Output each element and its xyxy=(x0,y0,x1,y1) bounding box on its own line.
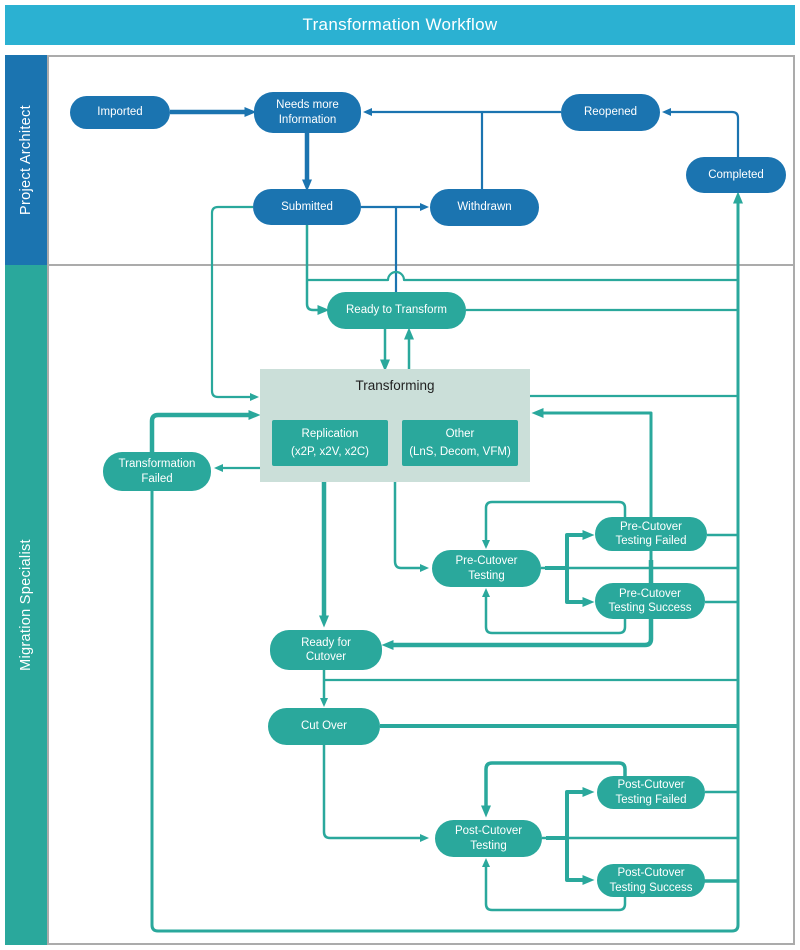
other-sublabel: (LnS, Decom, VFM) xyxy=(409,446,511,458)
node-submitted[interactable]: Submitted xyxy=(253,189,361,225)
edge-submitted-branch-to-right-spine xyxy=(307,270,737,282)
edge-post-cutover-failed-retry-loop xyxy=(481,761,627,818)
edge-completed-to-reopened xyxy=(662,108,740,157)
replication-sublabel: (x2P, x2V, x2C) xyxy=(291,446,369,458)
edge-submitted-left-to-transforming xyxy=(210,205,259,401)
edge-cut-over-to-post-cutover-testing xyxy=(322,745,429,842)
edge-transforming-to-pre-cutover-testing xyxy=(393,482,429,572)
swimlane-label-project-architect: Project Architect xyxy=(5,55,47,265)
replication-label: Replication xyxy=(301,428,359,440)
lane-label-text: Project Architect xyxy=(18,105,34,215)
node-needs-more-information[interactable]: Needs more Information xyxy=(254,92,361,133)
page-title: Transformation Workflow xyxy=(302,15,498,34)
edge-pre-cutover-success-loop xyxy=(482,588,627,635)
edge-post-cutover-success-loop xyxy=(482,858,627,912)
node-post-cutover-testing[interactable]: Post-Cutover Testing xyxy=(435,820,542,857)
edge-side-into-ready-for-cutover-right xyxy=(381,560,654,650)
swimlane-label-migration-specialist: Migration Specialist xyxy=(5,265,47,945)
swimlane-divider xyxy=(47,264,795,266)
edge-post-cutover-testing-to-success xyxy=(565,838,595,885)
node-cut-over[interactable]: Cut Over xyxy=(268,708,380,745)
node-imported[interactable]: Imported xyxy=(70,96,170,129)
node-pre-cutover-testing-failed[interactable]: Pre-Cutover Testing Failed xyxy=(595,517,707,551)
node-transforming-other[interactable]: Other (LnS, Decom, VFM) xyxy=(402,420,518,466)
diagram-title-bar: Transformation Workflow xyxy=(5,5,795,45)
node-ready-for-cutover[interactable]: Ready for Cutover xyxy=(270,630,382,670)
node-post-cutover-testing-failed[interactable]: Post-Cutover Testing Failed xyxy=(597,776,705,809)
node-post-cutover-testing-success[interactable]: Post-Cutover Testing Success xyxy=(597,864,705,897)
edge-submitted-to-ready-to-transform xyxy=(305,225,330,315)
node-completed[interactable]: Completed xyxy=(686,157,786,193)
edge-transformation-failed-to-transforming xyxy=(149,410,261,452)
node-pre-cutover-testing-success[interactable]: Pre-Cutover Testing Success xyxy=(595,583,705,619)
edge-pre-cutover-failed-retry-loop xyxy=(482,500,627,549)
transforming-title: Transforming xyxy=(355,378,435,393)
node-withdrawn[interactable]: Withdrawn xyxy=(430,189,539,226)
edge-pre-cutover-testing-to-success xyxy=(565,568,595,607)
lane-label-text: Migration Specialist xyxy=(18,539,35,671)
edge-pre-cutover-testing-to-failed xyxy=(545,530,595,570)
edge-right-spine-to-completed xyxy=(150,191,743,933)
node-reopened[interactable]: Reopened xyxy=(561,94,660,131)
node-ready-to-transform[interactable]: Ready to Transform xyxy=(327,292,466,329)
edge-post-cutover-testing-to-failed xyxy=(546,787,595,840)
node-transforming-container[interactable]: Transforming Replication (x2P, x2V, x2C)… xyxy=(260,369,530,482)
other-label: Other xyxy=(445,428,475,440)
node-pre-cutover-testing[interactable]: Pre-Cutover Testing xyxy=(432,550,541,587)
node-transforming-replication[interactable]: Replication (x2P, x2V, x2C) xyxy=(272,420,388,466)
node-transformation-failed[interactable]: Transformation Failed xyxy=(103,452,211,491)
